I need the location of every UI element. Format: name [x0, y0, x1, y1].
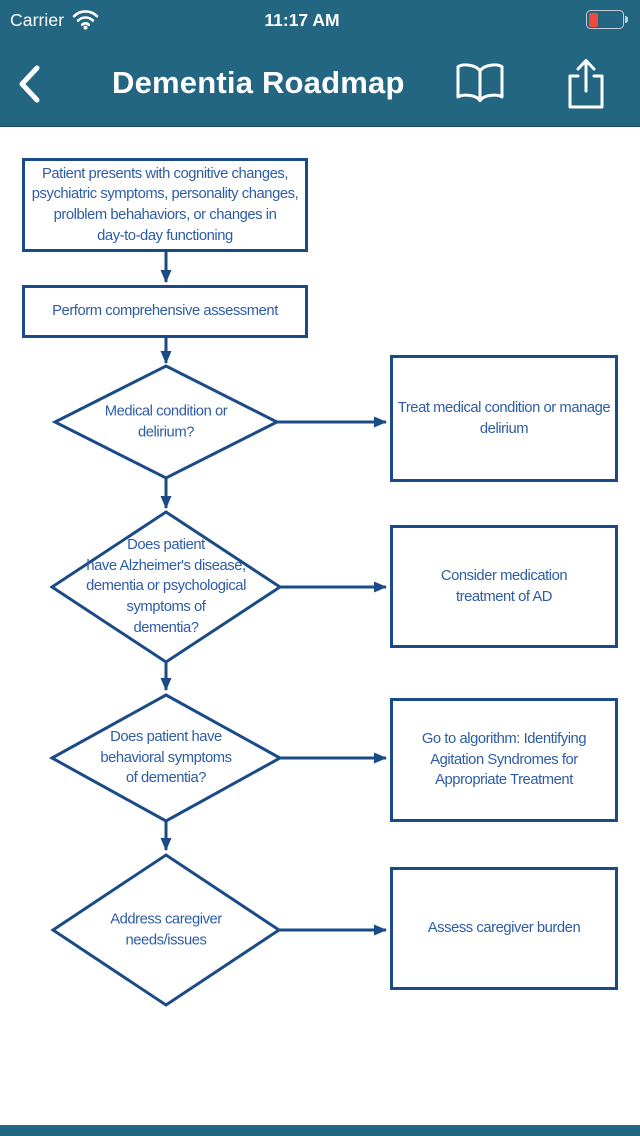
flowchart-connectors: [48, 252, 387, 1007]
wifi-icon: [72, 10, 99, 30]
chevron-left-icon: [19, 65, 40, 103]
status-bar: Carrier 11:17 AM: [0, 0, 640, 40]
flow-decision-medical-condition: Medical condition or delirium?: [104, 403, 228, 440]
flow-node-consider-medication: Consider medication treatment of AD: [390, 525, 618, 648]
nav-bar: Dementia Roadmap: [0, 40, 640, 126]
diamond-behavioral-shape: [48, 693, 284, 823]
bottom-bar: [0, 1125, 640, 1136]
diamond-caregiver-shape: [50, 853, 282, 1007]
battery-nub: [625, 16, 628, 23]
share-button[interactable]: [560, 57, 612, 111]
battery-icon: [586, 10, 628, 29]
battery-body: [586, 10, 624, 29]
flow-node-assess-caregiver-burden: Assess caregiver burden: [390, 867, 618, 990]
flow-node-go-to-algorithm: Go to algorithm: Identifying Agitation S…: [390, 698, 618, 822]
carrier-label: Carrier: [10, 9, 65, 30]
flow-node-treat-medical: Treat medical condition or manage deliri…: [390, 355, 618, 482]
back-button[interactable]: [12, 62, 46, 106]
book-icon: [456, 63, 504, 102]
page-title: Dementia Roadmap: [112, 65, 405, 100]
battery-level: [588, 12, 598, 27]
status-left: Carrier: [10, 0, 99, 40]
diamond-alzheimers-shape: [49, 510, 283, 664]
diamond-medical-shape: [51, 364, 281, 480]
bookmarks-button[interactable]: [450, 60, 510, 108]
flow-node-start: Patient presents with cognitive changes,…: [22, 158, 308, 252]
share-icon: [568, 59, 604, 109]
flow-node-assessment: Perform comprehensive assessment: [22, 285, 308, 338]
flow-decision-address-caregiver: Address caregiver needs/issues: [110, 911, 222, 948]
flow-decision-alzheimers: Does patient have Alzheimer's disease, d…: [86, 537, 246, 637]
flowchart-canvas[interactable]: Patient presents with cognitive changes,…: [0, 127, 640, 1125]
header: Carrier 11:17 AM: [0, 0, 640, 127]
flow-decision-behavioral-symptoms: Does patient have behavioral symptoms of…: [100, 728, 232, 787]
status-time: 11:17 AM: [264, 10, 340, 30]
